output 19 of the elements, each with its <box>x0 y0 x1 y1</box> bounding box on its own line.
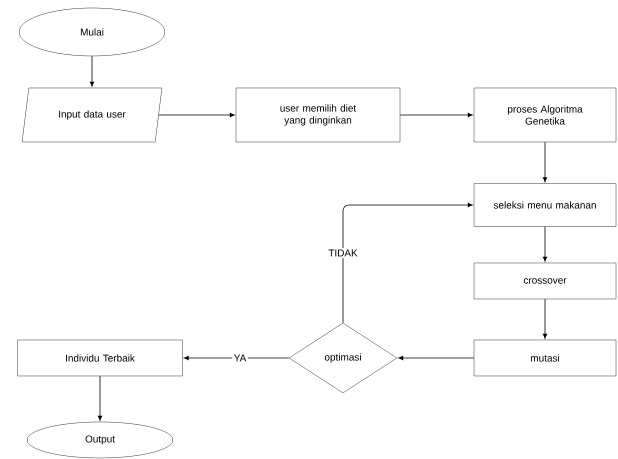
process-box: mutasi <box>474 340 616 376</box>
edge-label: YA <box>232 353 248 363</box>
edge-label: TIDAK <box>326 248 360 258</box>
process-box: crossover <box>474 262 616 300</box>
process-box: proses Algoritma Genetika <box>474 88 616 142</box>
arrow <box>542 298 548 339</box>
arrow <box>542 226 548 262</box>
arrow <box>184 356 290 360</box>
arrow <box>158 112 235 118</box>
arrow <box>398 356 474 360</box>
arrow <box>342 202 473 324</box>
arrow <box>98 376 102 421</box>
process-box: Individu Terbaik <box>17 340 183 376</box>
arrow <box>90 56 94 87</box>
input-parallelogram: Input data user <box>22 88 162 142</box>
process-box: seleksi menu makanan <box>474 183 616 227</box>
arrow <box>400 112 473 118</box>
process-box: user memilih diet yang dinginkan <box>236 88 400 142</box>
arrow <box>542 142 548 182</box>
